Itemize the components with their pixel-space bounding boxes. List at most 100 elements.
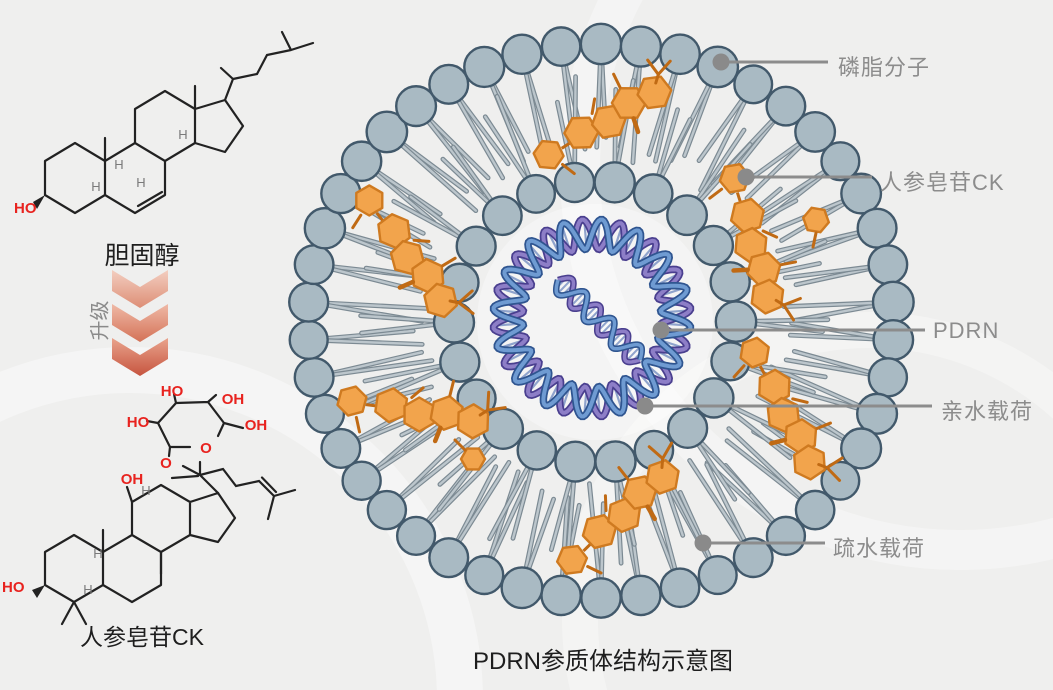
lipid-tail-highlight [745,140,807,200]
lipid-tail-highlight [782,301,881,308]
lipid-tail-highlight [693,128,746,205]
substituent [815,421,832,430]
lipid-tail-highlight [321,339,424,346]
phospholipid-head [580,577,622,619]
ginsenoside-ck-structure [32,392,297,626]
lipid-tail-highlight [647,66,678,156]
phospholipid-head [619,25,663,68]
phospholipid-head [365,110,409,154]
substituent [441,256,457,268]
ginsenoside-ck-molecule [555,441,680,575]
phospholipid-head [632,173,674,214]
substituent [782,303,795,322]
phospholipid-head [341,460,382,501]
phospholipid-head [553,161,596,204]
cholesterol-label: 胆固醇 [104,242,180,270]
phospholipid-head [516,173,557,214]
triterpene-skeleton [43,483,237,604]
phospholipid-head [693,377,735,419]
lipid-tail-highlight [326,351,423,376]
substituent [603,494,608,513]
lipid-tail-highlight [794,266,876,286]
substituent [612,72,622,89]
lipid-tail-highlight [793,350,876,375]
lipid-tail-highlight [484,115,530,184]
ginsenoside-molecules [336,58,844,575]
chevron-down-icon [112,304,168,342]
lipid-tail-highlight [699,95,749,192]
phospholipid-head [867,357,909,398]
stereo-wedge [33,195,45,209]
substituent [825,466,842,482]
ginsenoside-ck-molecule [532,58,673,176]
lipid-tail-highlight [679,491,714,564]
substituent [457,289,474,305]
lipid-tail-highlight [452,145,496,206]
callout-label: 人参皂苷CK [880,170,1005,195]
substituent [656,59,672,76]
ginsenoside-ck-molecule [351,184,475,319]
phospholipid-head [733,64,774,105]
ginsenoside-fragment [459,447,487,471]
lipid-tail-highlight [784,358,876,377]
phospholipid-head [500,566,544,610]
phospholipid-head [463,45,506,89]
cholesterol-structure [33,30,315,215]
lipid-tail-highlight [784,231,866,263]
phospholipid-head [428,537,470,579]
atom-label-oh: OH [121,471,144,488]
substituent [486,406,507,412]
substituent [486,390,491,412]
lipid-tail-highlight [523,489,544,576]
phospholipid-head [697,554,738,596]
phospholipid-head [666,407,709,449]
substituent [432,425,443,444]
atom-label-oh: OH [222,391,245,408]
substituent [448,379,456,397]
atom-label-h: H [114,157,123,172]
substituent [617,466,630,481]
ring [563,116,600,149]
substituent [645,504,657,522]
substituent [590,97,597,116]
ring [729,197,765,234]
lipid-tail-highlight [360,322,442,335]
lipid-tail-highlight [770,365,866,410]
phospholipid-head [366,489,408,531]
substituent [761,229,779,239]
lipid-tail-highlight [488,461,532,540]
substituent [769,437,788,446]
phospholipid-head [464,554,505,596]
lipid-tail-highlight [783,265,876,279]
phospholipid-head [303,206,347,250]
upgrade-chevrons [112,270,168,376]
ring [374,387,409,424]
phospholipid-head [867,244,909,286]
lipid-tail-highlight [392,200,466,241]
background-swirl [0,347,483,690]
substituent [410,386,425,399]
lipid-tail-highlight [409,195,467,239]
atom-label-ho: HO [161,383,184,400]
lipid-tail-highlight [694,438,736,501]
atom-label-h: H [93,546,102,561]
phospholipid-heads [288,22,915,619]
callout-label: 亲水载荷 [941,399,1034,424]
substituent [782,296,802,307]
ginsenoside-fragment [801,206,831,234]
phospholipid-head [714,300,758,343]
phospholipid-head [540,26,582,67]
phospholipid-head [455,225,497,267]
ring [355,184,384,217]
lipid-tail-highlight [725,439,806,503]
atom-label-o: O [160,455,172,472]
ring [750,278,785,315]
lipid-tail-highlight [424,114,490,180]
lipid-tail-highlight [688,459,747,548]
lipid-tail-highlight [455,94,510,165]
ginsenoside-ck-molecule [708,162,802,322]
callout-label: PDRN [933,318,1000,343]
phospholipid-head [666,194,709,237]
phospholipid-head [540,574,582,617]
atom-label-h: H [136,175,145,190]
